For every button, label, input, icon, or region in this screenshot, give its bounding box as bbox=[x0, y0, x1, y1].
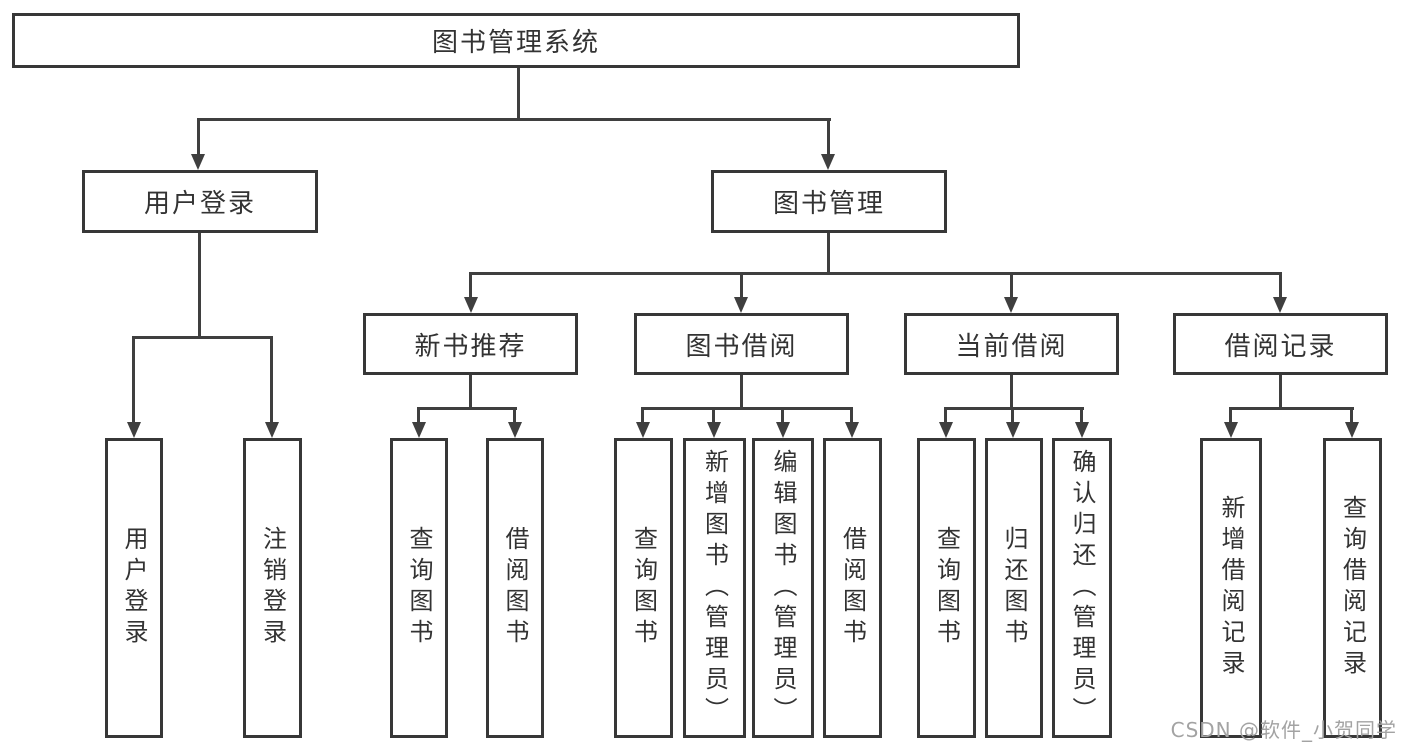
arrowhead-new-book-recommend-icon bbox=[464, 297, 478, 313]
leaf-query-book-3: 查询图书 bbox=[917, 438, 976, 738]
leaf-edit-book-admin-label: 编辑图书（管理员） bbox=[769, 448, 797, 728]
connector-book-mgmt-stem-3 bbox=[1010, 272, 1013, 299]
arrowhead-add-record-icon bbox=[1224, 422, 1238, 438]
node-borrow-records: 借阅记录 bbox=[1173, 313, 1388, 375]
node-book-management: 图书管理 bbox=[711, 170, 947, 233]
arrowhead-query-book-3-icon bbox=[939, 422, 953, 438]
connector-current-hline bbox=[944, 407, 1084, 410]
connector-root-hline bbox=[197, 118, 831, 121]
leaf-edit-book-admin: 编辑图书（管理员） bbox=[752, 438, 814, 738]
arrowhead-return-book-icon bbox=[1006, 422, 1020, 438]
arrowhead-query-book-2-icon bbox=[636, 422, 650, 438]
node-current-borrow-label: 当前借阅 bbox=[955, 331, 1068, 362]
node-new-book-recommend-label: 新书推荐 bbox=[414, 331, 527, 362]
leaf-confirm-return-admin-label: 确认归还（管理员） bbox=[1068, 448, 1096, 728]
connector-root-vline bbox=[517, 68, 520, 118]
connector-root-stem-left bbox=[197, 118, 200, 156]
leaf-add-borrow-record: 新增借阅记录 bbox=[1200, 438, 1262, 738]
leaf-logout-login-label: 注销登录 bbox=[258, 526, 287, 650]
connector-recommend-vline bbox=[469, 375, 472, 407]
leaf-query-book-2: 查询图书 bbox=[614, 438, 673, 738]
connector-current-stem-3 bbox=[1080, 407, 1083, 424]
connector-borrow-stem-1 bbox=[641, 407, 644, 424]
connector-book-mgmt-stem-4 bbox=[1279, 272, 1282, 299]
node-book-borrow-label: 图书借阅 bbox=[685, 331, 798, 362]
connector-current-stem-2 bbox=[1011, 407, 1014, 424]
arrowhead-book-borrow-icon bbox=[734, 297, 748, 313]
connector-recommend-stem-2 bbox=[513, 407, 516, 424]
csdn-watermark: CSDN @软件_小贺同学 bbox=[1170, 718, 1397, 742]
node-user-login-label: 用户登录 bbox=[143, 189, 256, 219]
leaf-user-login-label: 用户登录 bbox=[120, 526, 148, 650]
leaf-query-book-1-label: 查询图书 bbox=[405, 526, 433, 650]
arrowhead-add-book-icon bbox=[707, 422, 721, 438]
connector-user-login-vline bbox=[198, 233, 201, 336]
arrowhead-leaf-user-login-icon bbox=[127, 422, 141, 438]
arrowhead-current-borrow-icon bbox=[1004, 297, 1018, 313]
node-root: 图书管理系统 bbox=[12, 13, 1020, 68]
connector-current-stem-1 bbox=[944, 407, 947, 424]
connector-recommend-hline bbox=[417, 407, 517, 410]
node-book-borrow: 图书借阅 bbox=[634, 313, 849, 375]
arrowhead-confirm-return-icon bbox=[1075, 422, 1089, 438]
node-user-login: 用户登录 bbox=[82, 170, 318, 233]
connector-user-login-stem-right bbox=[270, 336, 273, 424]
leaf-add-book-admin-label: 新增图书（管理员） bbox=[700, 448, 729, 728]
leaf-user-login: 用户登录 bbox=[105, 438, 163, 738]
connector-book-mgmt-stem-1 bbox=[469, 272, 472, 299]
leaf-borrow-book-1: 借阅图书 bbox=[486, 438, 544, 738]
leaf-confirm-return-admin: 确认归还（管理员） bbox=[1052, 438, 1112, 738]
arrowhead-user-login-icon bbox=[191, 154, 205, 170]
leaf-add-book-admin: 新增图书（管理员） bbox=[683, 438, 746, 738]
arrowhead-borrow-book-2-icon bbox=[845, 422, 859, 438]
connector-borrow-stem-3 bbox=[781, 407, 784, 424]
connector-records-stem-2 bbox=[1350, 407, 1353, 424]
connector-records-stem-1 bbox=[1229, 407, 1232, 424]
leaf-borrow-book-2: 借阅图书 bbox=[823, 438, 882, 738]
arrowhead-book-management-icon bbox=[821, 154, 835, 170]
connector-borrow-vline bbox=[740, 375, 743, 407]
connector-book-mgmt-stem-2 bbox=[740, 272, 743, 299]
node-new-book-recommend: 新书推荐 bbox=[363, 313, 578, 375]
connector-recommend-stem-1 bbox=[417, 407, 420, 424]
arrowhead-leaf-logout-icon bbox=[265, 422, 279, 438]
node-book-management-label: 图书管理 bbox=[772, 189, 885, 219]
node-root-label: 图书管理系统 bbox=[431, 28, 600, 58]
arrowhead-query-record-icon bbox=[1345, 422, 1359, 438]
leaf-borrow-book-1-label: 借阅图书 bbox=[501, 526, 529, 650]
arrowhead-query-book-1-icon bbox=[412, 422, 426, 438]
connector-borrow-stem-2 bbox=[712, 407, 715, 424]
arrowhead-borrow-book-1-icon bbox=[508, 422, 522, 438]
connector-book-mgmt-vline bbox=[827, 233, 830, 272]
arrowhead-borrow-records-icon bbox=[1273, 297, 1287, 313]
leaf-query-book-3-label: 查询图书 bbox=[932, 526, 961, 650]
leaf-return-book-label: 归还图书 bbox=[1000, 526, 1028, 650]
connector-book-mgmt-hline bbox=[469, 272, 1282, 275]
connector-user-login-hline bbox=[132, 336, 273, 339]
leaf-query-borrow-record: 查询借阅记录 bbox=[1323, 438, 1382, 738]
connector-borrow-stem-4 bbox=[850, 407, 853, 424]
leaf-query-borrow-record-label: 查询借阅记录 bbox=[1338, 495, 1367, 681]
connector-records-hline bbox=[1229, 407, 1354, 410]
node-borrow-records-label: 借阅记录 bbox=[1224, 331, 1337, 362]
leaf-add-borrow-record-label: 新增借阅记录 bbox=[1217, 495, 1245, 681]
leaf-borrow-book-2-label: 借阅图书 bbox=[838, 526, 867, 650]
connector-records-vline bbox=[1279, 375, 1282, 407]
connector-root-stem-right bbox=[827, 118, 830, 156]
connector-borrow-hline bbox=[641, 407, 853, 410]
connector-user-login-stem-left bbox=[132, 336, 135, 424]
leaf-logout-login: 注销登录 bbox=[243, 438, 302, 738]
arrowhead-edit-book-icon bbox=[776, 422, 790, 438]
leaf-query-book-2-label: 查询图书 bbox=[629, 526, 658, 650]
connector-current-vline bbox=[1010, 375, 1013, 407]
leaf-return-book: 归还图书 bbox=[985, 438, 1043, 738]
leaf-query-book-1: 查询图书 bbox=[390, 438, 448, 738]
node-current-borrow: 当前借阅 bbox=[904, 313, 1119, 375]
